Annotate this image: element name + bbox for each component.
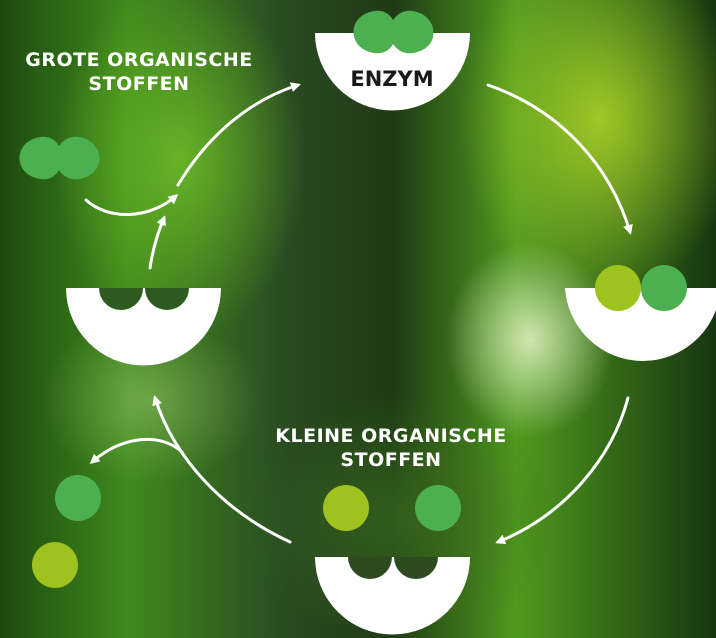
enzyme-left-socket-right xyxy=(145,288,189,310)
small-molecule-light xyxy=(595,265,641,311)
enzyme-label: ENZYM xyxy=(350,67,433,91)
arrow-top-to-right xyxy=(486,83,633,235)
small-molecule-free-dark xyxy=(55,475,101,521)
enzyme-right-bowl xyxy=(565,288,716,361)
large-molecule-bound xyxy=(353,10,434,54)
enzyme-right xyxy=(565,265,716,361)
enzyme-bottom-socket-left xyxy=(348,557,392,579)
enzyme-left-socket-left xyxy=(99,288,143,310)
released-molecule-dark xyxy=(415,485,461,531)
released-molecule-light xyxy=(323,485,369,531)
enzyme-left xyxy=(66,288,221,366)
arrow-left-to-top xyxy=(176,82,301,187)
enzyme-top: ENZYM xyxy=(315,10,470,111)
arrow-bottom-to-left xyxy=(152,395,292,544)
arrow-left-enzyme-up xyxy=(148,215,166,270)
large-molecule-free xyxy=(19,136,100,180)
enzyme-left-bowl xyxy=(66,288,221,366)
arrow-large-molecule-joining xyxy=(84,194,179,216)
arrow-small-molecules-release xyxy=(89,437,184,464)
small-molecules-label: KLEINE ORGANISCHE STOFFEN xyxy=(275,425,507,471)
small-molecule-dark xyxy=(641,265,687,311)
large-molecules-label: GROTE ORGANISCHE STOFFEN xyxy=(25,49,253,95)
arrow-right-to-bottom xyxy=(495,396,630,545)
enzyme-top-bowl xyxy=(315,33,470,111)
enzyme-bottom xyxy=(315,485,470,635)
enzyme-bottom-socket-right xyxy=(394,557,438,579)
enzyme-bottom-bowl xyxy=(315,557,470,635)
small-molecule-free-light xyxy=(32,542,78,588)
